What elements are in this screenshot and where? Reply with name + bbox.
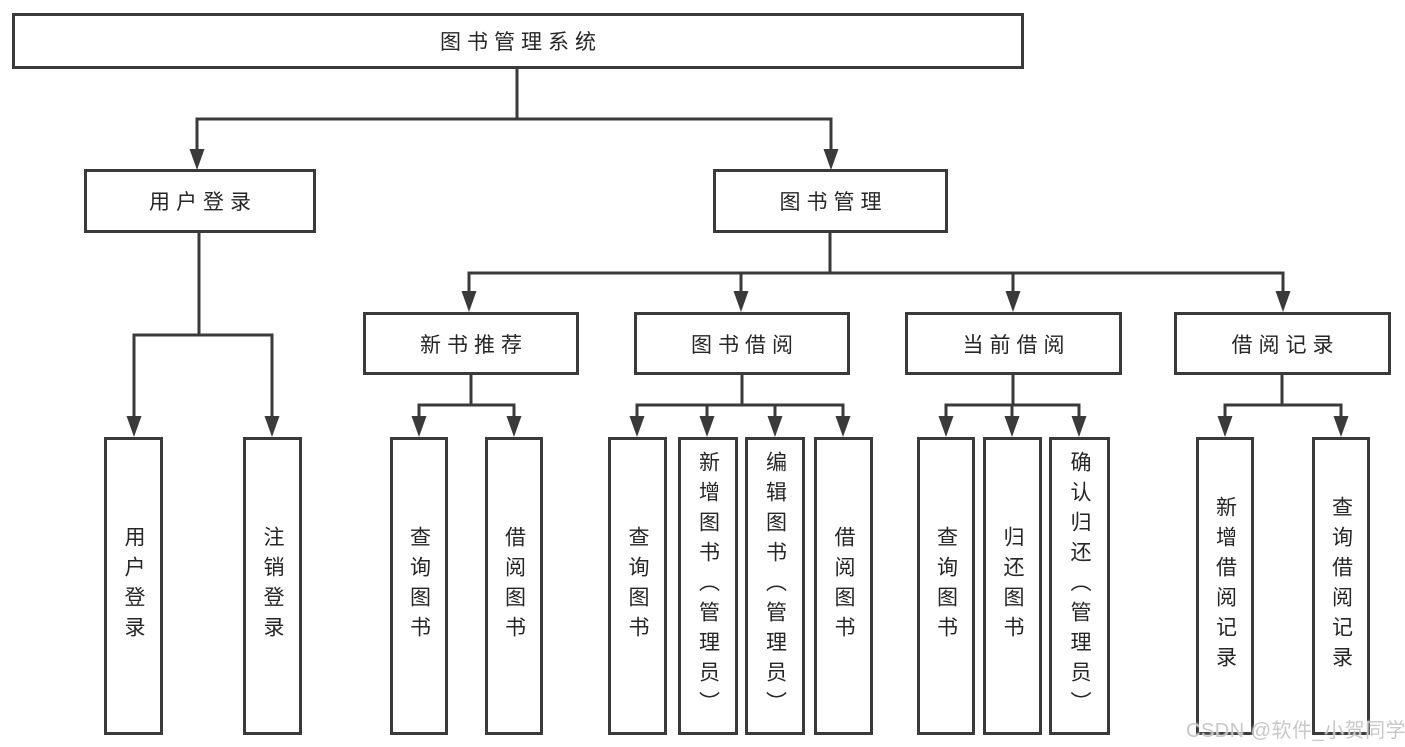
leaf-borrow-books: 借阅图书 <box>814 437 873 735</box>
node-current-borrow: 当前借阅 <box>905 312 1122 375</box>
leaf-logout: 注销登录 <box>243 437 302 735</box>
leaf-borrow-books-recommend: 借阅图书 <box>485 437 543 735</box>
leaf-query-books-current: 查询图书 <box>917 437 975 735</box>
node-user-login: 用户登录 <box>84 169 316 233</box>
leaf-confirm-return-admin: 确认归还（管理员） <box>1049 437 1110 735</box>
leaf-add-borrow-record: 新增借阅记录 <box>1196 437 1254 735</box>
node-book-borrow: 图书借阅 <box>634 312 850 375</box>
node-root: 图书管理系统 <box>12 13 1024 69</box>
leaf-user-login: 用户登录 <box>104 437 163 735</box>
leaf-add-books-admin: 新增图书（管理员） <box>678 437 738 735</box>
leaf-query-borrow-record: 查询借阅记录 <box>1312 437 1370 735</box>
leaf-edit-books-admin: 编辑图书（管理员） <box>745 437 805 735</box>
leaf-query-books-recommend: 查询图书 <box>390 437 448 735</box>
node-new-book-recommend: 新书推荐 <box>363 312 579 375</box>
node-book-management: 图书管理 <box>713 169 948 233</box>
csdn-watermark: CSDN @软件_小贺同学 <box>1186 720 1405 742</box>
node-borrow-records: 借阅记录 <box>1174 312 1391 375</box>
leaf-return-books: 归还图书 <box>983 437 1042 735</box>
leaf-query-books-borrow: 查询图书 <box>608 437 667 735</box>
